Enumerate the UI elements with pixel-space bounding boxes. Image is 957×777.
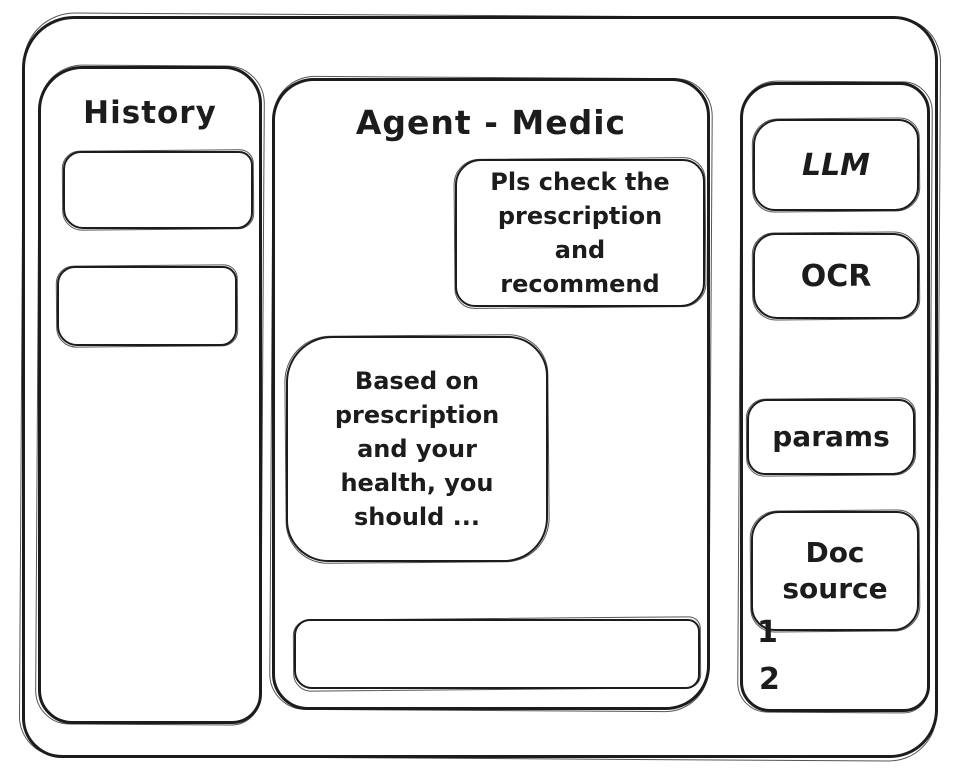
history-panel: History xyxy=(38,66,262,724)
history-item[interactable] xyxy=(57,266,237,346)
chat-title: Agent - Medic xyxy=(355,103,627,142)
doc-source-button[interactable]: Doc source xyxy=(751,511,919,631)
history-title: History xyxy=(83,95,217,131)
tools-panel: LLM OCR params Doc source 1 2 xyxy=(740,82,930,712)
ocr-button[interactable]: OCR xyxy=(753,233,919,319)
user-message-text: Pls check the prescription and recommend xyxy=(490,167,670,299)
params-button[interactable]: params xyxy=(747,399,915,475)
llm-button[interactable]: LLM xyxy=(753,119,919,211)
doc-source-item-2[interactable]: 2 xyxy=(759,662,780,697)
history-item[interactable] xyxy=(63,151,253,229)
assistant-message-bubble: Based on prescription and your health, y… xyxy=(286,336,548,562)
chat-input[interactable] xyxy=(294,619,700,689)
user-message-bubble: Pls check the prescription and recommend xyxy=(455,159,705,307)
chat-panel: Agent - Medic Pls check the prescription… xyxy=(272,78,710,710)
assistant-message-text: Based on prescription and your health, y… xyxy=(334,366,500,532)
doc-source-item-1[interactable]: 1 xyxy=(757,615,778,650)
